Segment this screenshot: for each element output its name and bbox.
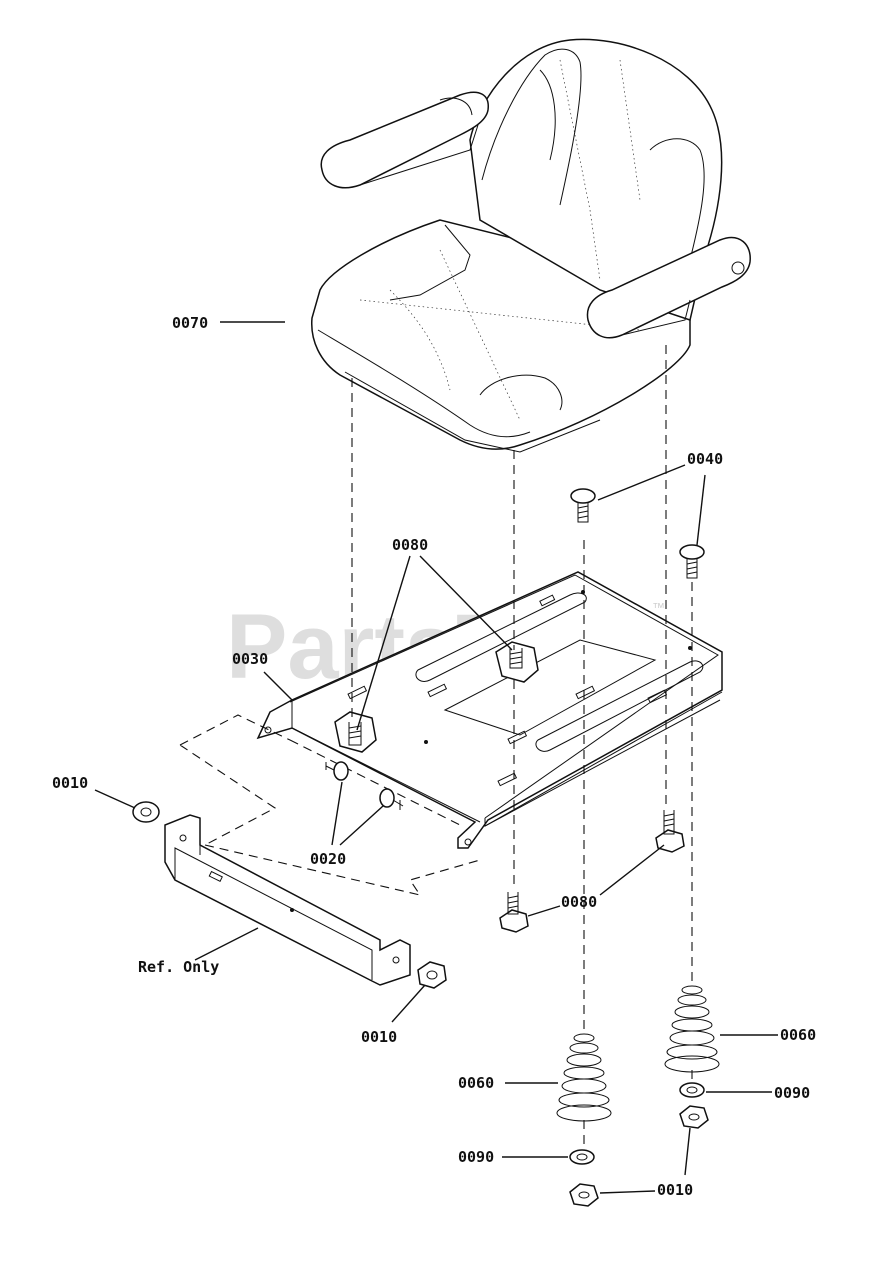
spring-right-part [664, 985, 720, 1073]
seat-screw-top-part [334, 641, 539, 753]
label-0070-seat: 0070 [172, 314, 208, 332]
carriage-bolt-part [570, 488, 705, 579]
label-0030-seat-plate: 0030 [232, 650, 268, 668]
spring-left-part [556, 1033, 612, 1122]
label-0010-nut-bracket: 0010 [361, 1028, 397, 1046]
frame-bracket-ref-part [164, 714, 481, 986]
label-0090-washer-right: 0090 [774, 1084, 810, 1102]
label-0020-stud-bolt: 0020 [310, 850, 346, 868]
hex-nut-bottom-part [569, 1105, 709, 1207]
label-0080-screw-top: 0080 [392, 536, 428, 554]
seat-cushion-part [311, 38, 751, 453]
seat-screw-bottom-part [499, 810, 685, 933]
label-0010-nut-left: 0010 [52, 774, 88, 792]
label-ref-only: Ref. Only [138, 958, 219, 976]
label-0040-carriage-bolt: 0040 [687, 450, 723, 468]
flange-nut-left-part [132, 801, 160, 823]
leader-lines [94, 321, 778, 1194]
assembly-centerlines [351, 345, 693, 1150]
label-0060-spring-left: 0060 [458, 1074, 494, 1092]
label-0080-screw-bottom: 0080 [561, 893, 597, 911]
stud-bolt-part [325, 761, 404, 810]
label-0090-washer-left: 0090 [458, 1148, 494, 1166]
washer-part [569, 1082, 705, 1165]
watermark-trademark: ™ [652, 600, 665, 615]
label-0060-spring-right: 0060 [780, 1026, 816, 1044]
flange-nut-bracket-part [417, 961, 447, 989]
label-0010-nut-right: 0010 [657, 1181, 693, 1199]
